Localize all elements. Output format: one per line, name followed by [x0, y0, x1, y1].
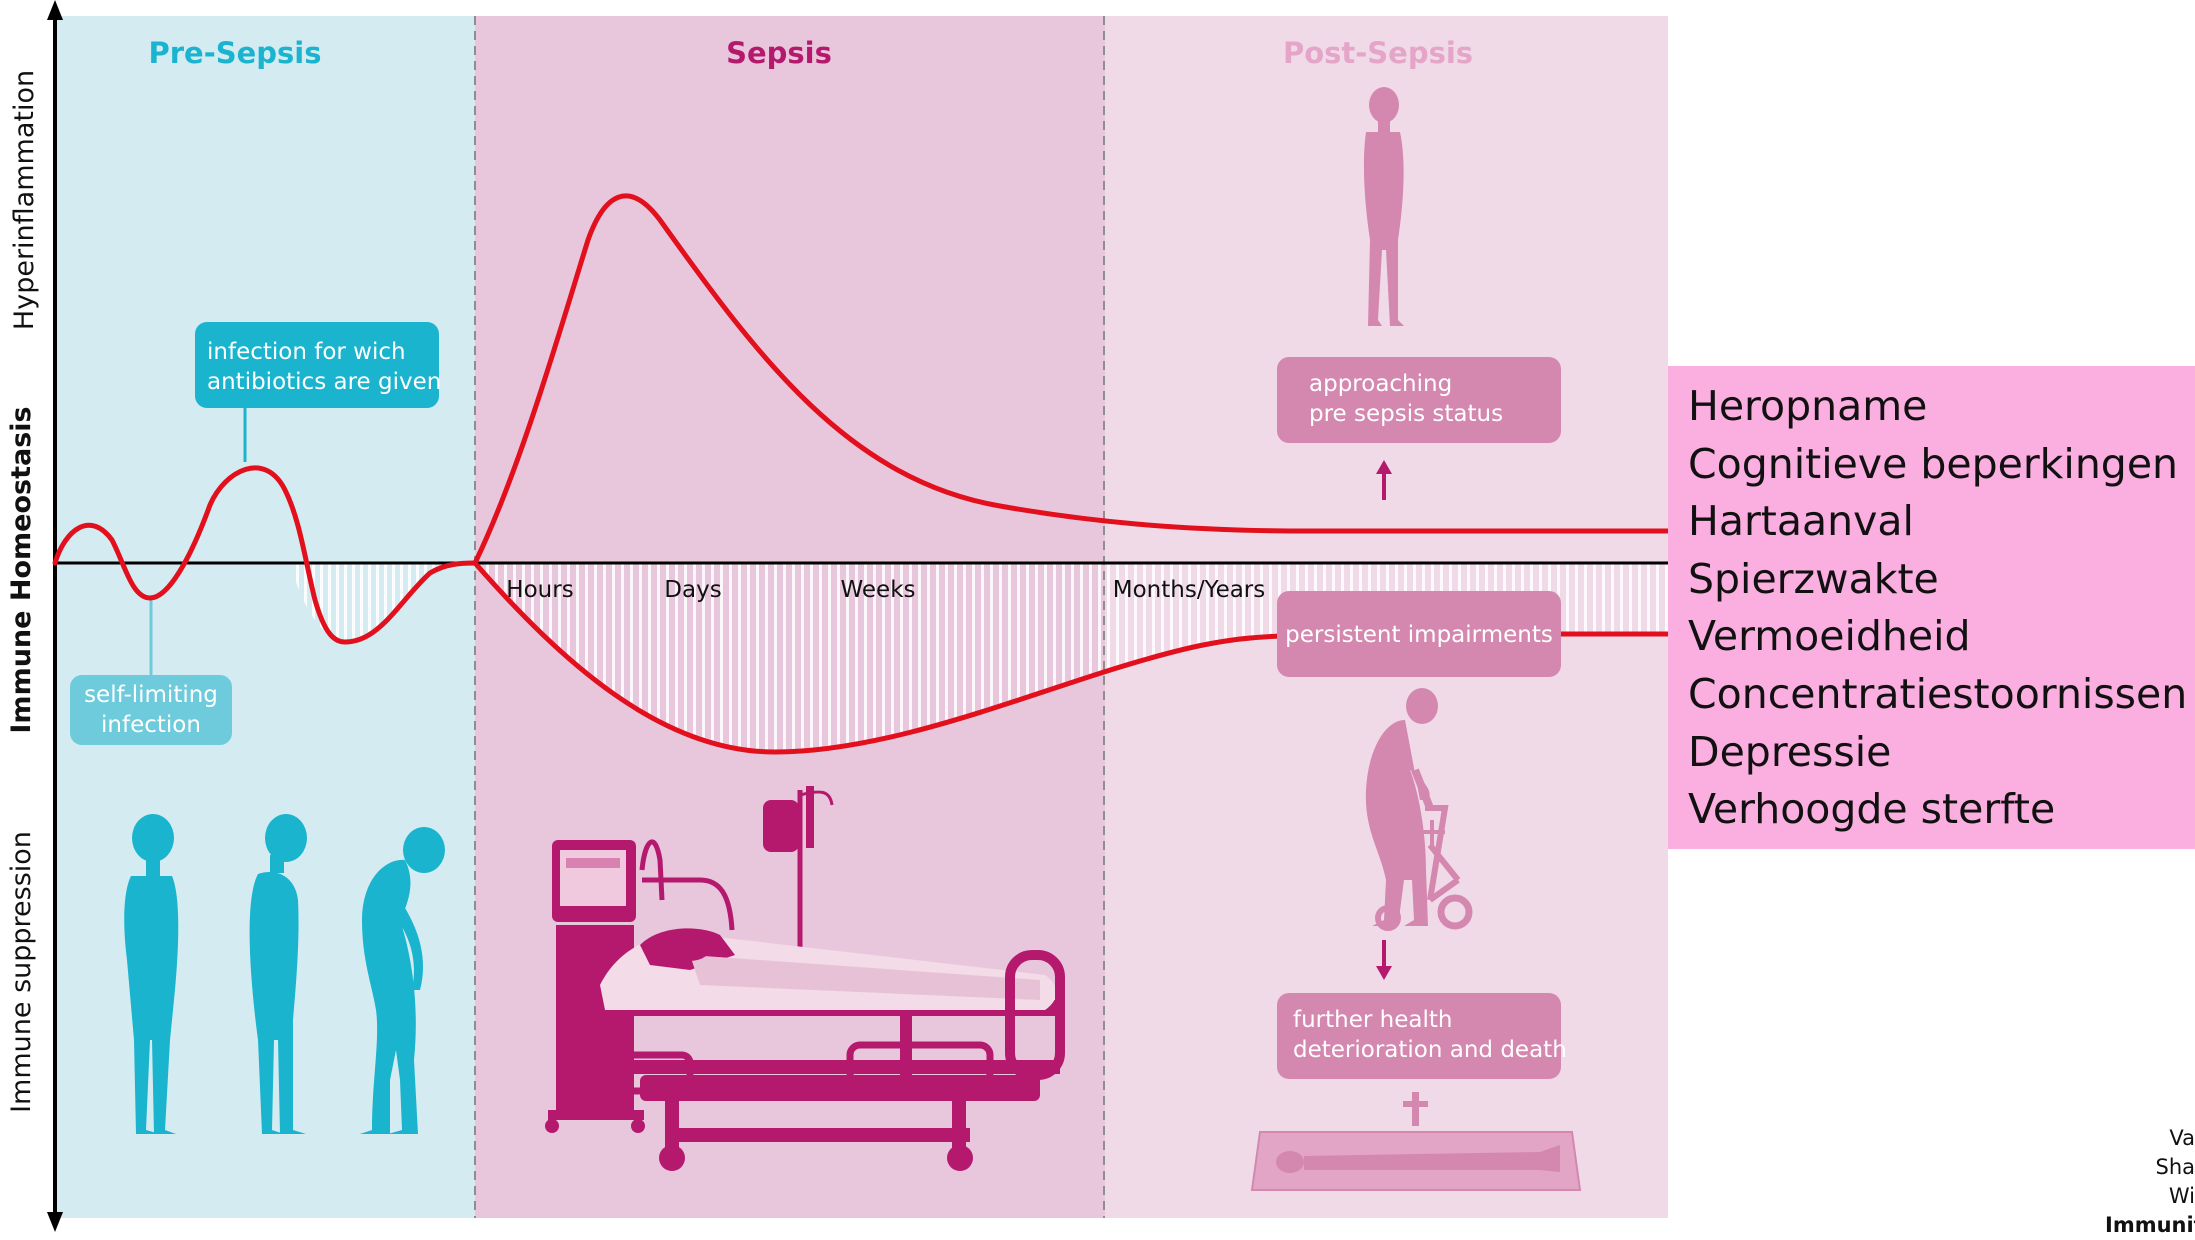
self-limiting-callout-line2: infection: [101, 712, 201, 738]
persistent-callout-text: persistent impairments: [1285, 622, 1553, 648]
cross-icon: [1403, 1092, 1428, 1126]
outcome-item: Vermoeidheid: [1688, 612, 1971, 661]
y-label-suppression: Immune suppression: [6, 831, 37, 1113]
outcome-item: Hartaanval: [1688, 497, 1914, 546]
y-label-homeostasis: Immune Homeostasis: [6, 406, 37, 733]
walker-person-icon: [1365, 688, 1473, 931]
citation: Va Sha Wi Immunit: [2105, 1124, 2195, 1240]
persistent-callout: [1277, 591, 1561, 677]
hyperinflammation-curve: [472, 193, 1671, 566]
lying-person-icon: [1250, 1131, 1582, 1191]
deterioration-callout: [1277, 993, 1561, 1079]
outcome-item: Heropname: [1688, 382, 1928, 430]
y-axis-arrow-bottom: [47, 1212, 63, 1232]
time-label-weeks: Weeks: [841, 577, 916, 603]
phase-title-sepsis: Sepsis: [726, 36, 832, 70]
hunched-person-icon: [360, 827, 445, 1134]
phase-title-pre-sepsis: Pre-Sepsis: [148, 36, 321, 70]
approaching-callout-line1: approaching: [1309, 371, 1452, 397]
outcome-item: Concentratiestoornissen: [1688, 669, 2188, 718]
time-label-days: Days: [664, 577, 721, 603]
pre-sepsis-curve: [52, 465, 478, 645]
citation-line: Sha: [2155, 1155, 2195, 1179]
outcome-item: Spierzwakte: [1688, 554, 1939, 603]
approaching-callout: [1277, 357, 1561, 443]
citation-line: Wi: [2168, 1184, 2195, 1208]
immunosuppression-curve: [472, 560, 1293, 755]
self-limiting-callout: [70, 675, 232, 745]
antibiotics-callout-line2: antibiotics are given: [207, 369, 441, 395]
deterioration-callout-line2: deterioration and death: [1293, 1037, 1567, 1063]
deterioration-callout-line1: further health: [1293, 1007, 1452, 1033]
outcome-item: Depressie: [1688, 727, 1892, 776]
antibiotics-callout-line1: infection for wich: [207, 339, 406, 365]
time-label-hours: Hours: [506, 577, 573, 603]
approaching-callout-line2: pre sepsis status: [1309, 401, 1503, 427]
y-axis-arrow-top: [47, 0, 63, 20]
arrow-down-icon: [1376, 966, 1392, 980]
outcome-item: Cognitieve beperkingen: [1688, 439, 2179, 488]
post-sepsis-outcomes-list: Heropname Cognitieve beperkingen Hartaan…: [1668, 366, 2195, 849]
standing-person-icon: [124, 814, 179, 1134]
citation-line: Va: [2169, 1126, 2195, 1150]
phase-title-post-sepsis: Post-Sepsis: [1283, 36, 1473, 70]
pre-sepsis-hatch: [180, 563, 475, 640]
arrow-up-icon: [1376, 460, 1392, 474]
hospital-bed-icon: [545, 786, 1065, 1171]
outcome-item: Verhoogde sterfte: [1688, 785, 2056, 834]
y-label-hyperinflammation: Hyperinflammation: [9, 70, 40, 330]
antibiotics-callout: [195, 322, 439, 408]
recovered-person-icon: [1363, 87, 1404, 326]
citation-line: Immunit: [2105, 1213, 2195, 1237]
time-label-months-years: Months/Years: [1113, 577, 1266, 603]
self-limiting-callout-line1: self-limiting: [84, 682, 218, 708]
stooping-person-icon: [249, 814, 307, 1134]
